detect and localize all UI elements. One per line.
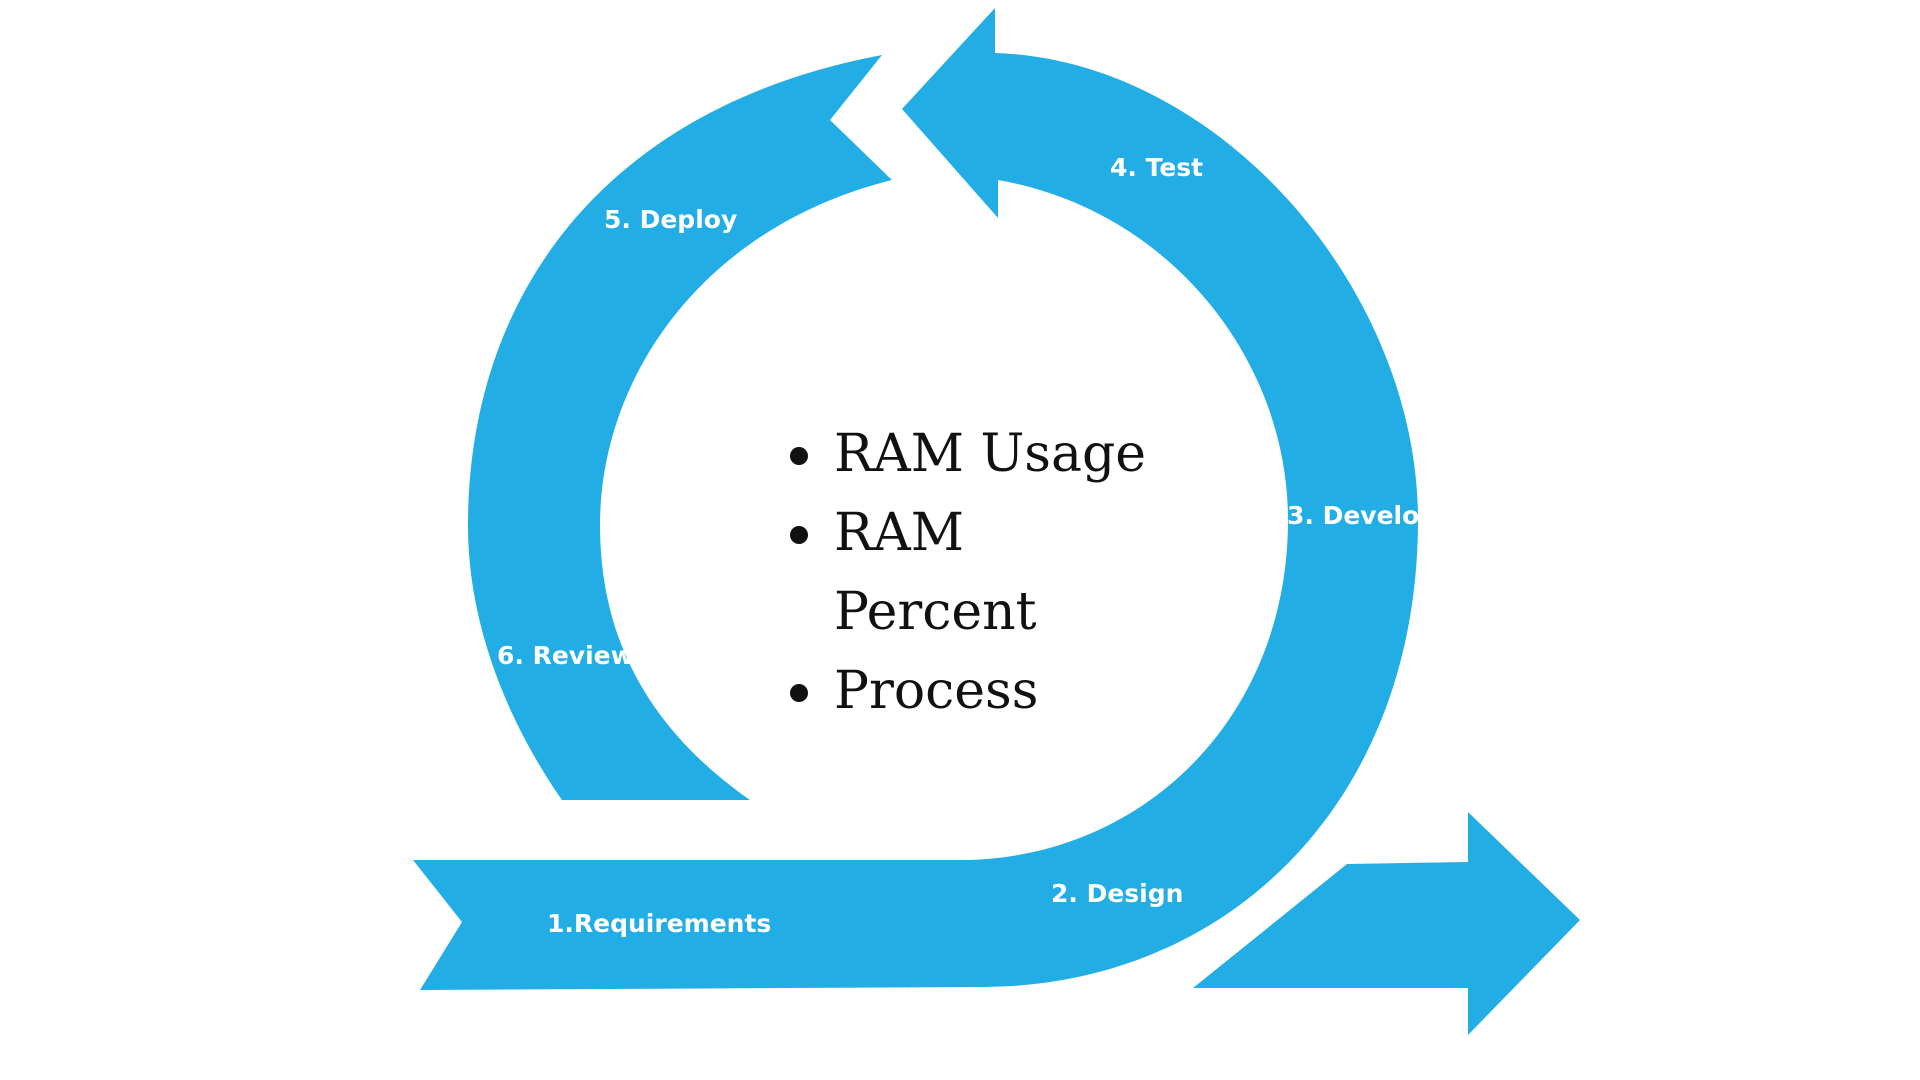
center-bullet-list: RAM Usage RAM Percent Process [790, 415, 1150, 731]
list-item-process: Process [790, 652, 1150, 731]
stage-label-requirements: 1.Requirements [547, 909, 771, 938]
exit-arrow [1193, 812, 1580, 1035]
stage-label-deploy: 5. Deploy [604, 205, 737, 234]
stage-label-develop: 3. Develop [1287, 501, 1437, 530]
stage-label-design: 2. Design [1051, 879, 1183, 908]
list-item-ram-usage: RAM Usage [790, 415, 1150, 494]
left-arc-arrow [468, 55, 892, 800]
main-arc-arrow [413, 8, 1418, 990]
stage-label-review: 6. Review [497, 641, 634, 670]
stage-label-test: 4. Test [1110, 153, 1203, 182]
list-item-ram-percent: RAM Percent [790, 494, 1150, 652]
